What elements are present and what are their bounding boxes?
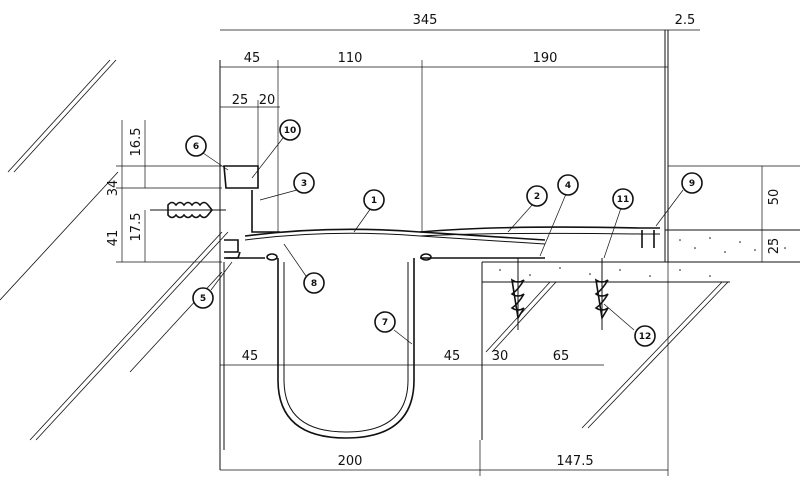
callout-10: 10 — [279, 119, 301, 141]
svg-text:3: 3 — [301, 179, 307, 189]
svg-text:9: 9 — [689, 179, 695, 189]
right-slab-hatch — [485, 281, 729, 429]
dim-top-sub-b: 20 — [259, 93, 276, 108]
callout-9: 9 — [681, 172, 703, 194]
svg-text:1: 1 — [371, 196, 377, 206]
left-wall-hatch — [0, 59, 229, 441]
dim-bottom-right: 147.5 — [556, 454, 593, 469]
callout-3: 3 — [293, 172, 315, 194]
svg-text:6: 6 — [193, 142, 199, 152]
svg-text:5: 5 — [200, 294, 206, 304]
substrate-outline — [219, 30, 800, 470]
callout-5: 5 — [192, 287, 214, 309]
callout-8: 8 — [303, 272, 325, 294]
dim-bottom-left: 200 — [338, 454, 363, 469]
svg-text:4: 4 — [565, 181, 571, 191]
svg-text:11: 11 — [617, 195, 630, 205]
dim-top-right: 190 — [533, 51, 558, 66]
dim-top-sub-a: 25 — [232, 93, 249, 108]
joint-profile — [150, 165, 660, 439]
dimension-labels: 345 2.5 45 110 190 25 20 16.5 34 17.5 41… — [106, 13, 782, 469]
callout-11: 11 — [612, 188, 634, 210]
dim-mid-right: 45 — [444, 349, 461, 364]
dim-top-total: 345 — [413, 13, 438, 28]
dim-left-c: 17.5 — [129, 213, 144, 242]
callout-4: 4 — [557, 174, 579, 196]
dim-left-b: 34 — [106, 180, 121, 197]
dim-left-a: 16.5 — [129, 128, 144, 157]
callout-1: 1 — [363, 189, 385, 211]
svg-text:8: 8 — [311, 279, 317, 289]
dim-top-right-small: 2.5 — [675, 13, 696, 28]
dim-top-left: 45 — [244, 51, 261, 66]
dim-mid-65: 65 — [553, 349, 570, 364]
dim-top-mid: 110 — [338, 51, 363, 66]
svg-text:12: 12 — [639, 332, 652, 342]
dim-mid-left: 45 — [242, 349, 259, 364]
callouts: 1 2 3 4 5 6 7 8 9 10 11 12 — [185, 119, 703, 347]
dim-right-b: 25 — [767, 238, 782, 255]
svg-text:2: 2 — [534, 192, 540, 202]
screed-stipple — [499, 237, 786, 277]
callout-6: 6 — [185, 135, 207, 157]
dim-right-a: 50 — [767, 189, 782, 206]
callout-7: 7 — [374, 311, 396, 333]
callout-2: 2 — [526, 185, 548, 207]
svg-text:7: 7 — [382, 318, 388, 328]
dim-left-d: 41 — [106, 230, 121, 247]
callout-12: 12 — [634, 325, 656, 347]
dim-mid-30: 30 — [492, 349, 509, 364]
dimension-lines — [116, 29, 800, 476]
svg-text:10: 10 — [284, 126, 297, 136]
